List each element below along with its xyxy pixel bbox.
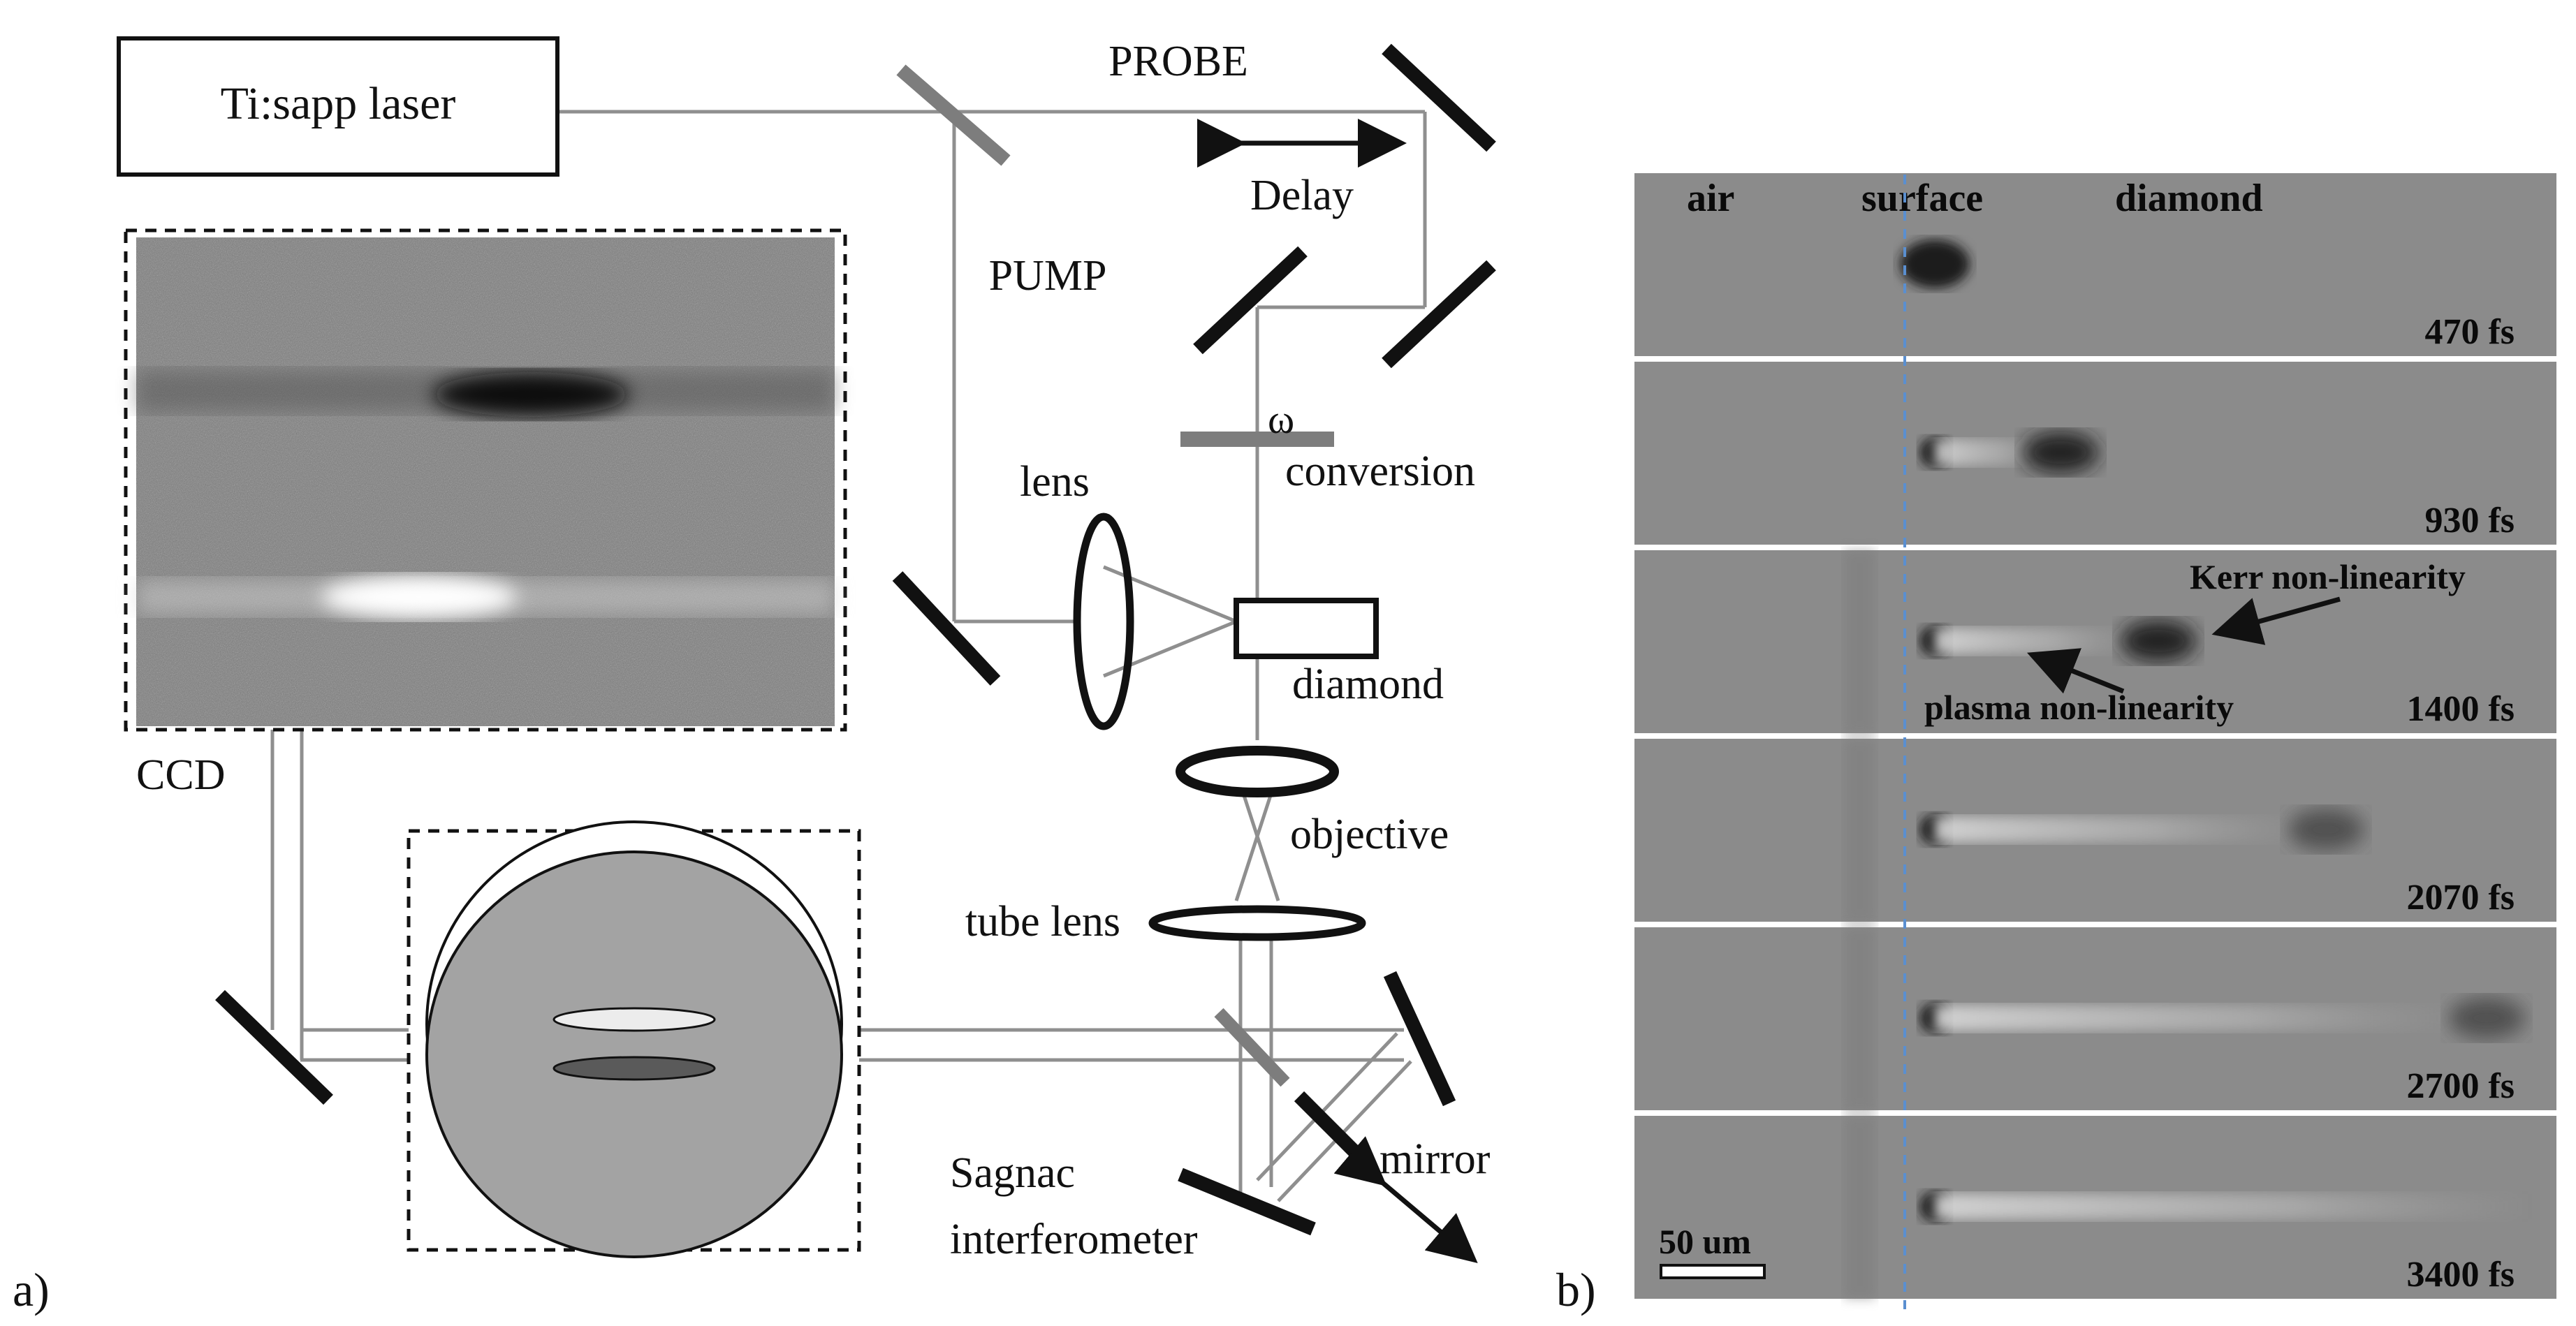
kerr-spot xyxy=(2448,997,2525,1039)
ccd-image-frame xyxy=(124,228,847,732)
panel-b: b) 470 fs 930 fs 1400 fs 2070 fs 2700 fs 3400… xyxy=(1556,173,2556,1316)
sagnac-label-line2: interferometer xyxy=(950,1216,1198,1263)
mirror-delay-right xyxy=(1382,260,1496,369)
surface-damage xyxy=(1900,240,1970,288)
panel-a: Ti:sapp laser PROBE Delay PUMP ω convers… xyxy=(13,36,1496,1316)
objective-lens xyxy=(1176,746,1339,797)
mirror-label: mirror xyxy=(1380,1135,1491,1183)
mirror-top-right xyxy=(1382,43,1496,152)
frame: 2700 fs xyxy=(1634,927,2556,1110)
plasma-streak xyxy=(1935,817,2305,842)
beam-paths xyxy=(270,110,1427,1202)
panel-b-label: b) xyxy=(1556,1263,1596,1316)
frame-time-label: 3400 fs xyxy=(2406,1255,2515,1295)
ccd-label: CCD xyxy=(136,751,225,799)
plasma-streak xyxy=(1935,628,2137,654)
panel-a-label: a) xyxy=(13,1263,50,1316)
fourier-plane-disc xyxy=(425,850,843,1258)
scale-bar xyxy=(1660,1264,1766,1279)
surface-shadow xyxy=(1844,927,1875,1110)
omega-label: ω xyxy=(1268,397,1294,442)
frame-time-label: 1400 fs xyxy=(2406,689,2515,729)
frame: 2070 fs xyxy=(1634,739,2556,922)
mirror-pump-lower xyxy=(892,571,1001,686)
focusing-lens xyxy=(1073,513,1134,730)
mirror-ccd xyxy=(215,989,333,1105)
sagnac-mirror-bottom xyxy=(1178,1167,1316,1236)
sagnac-label-line1: Sagnac xyxy=(950,1149,1075,1197)
sagnac-mirror-right xyxy=(1383,971,1456,1107)
kerr-spot xyxy=(2022,432,2099,473)
objective-label: objective xyxy=(1290,811,1449,858)
time-resolved-frames: 470 fs 930 fs 1400 fs 2070 fs 2700 fs 3400 fs xyxy=(1634,173,2556,1299)
diamond-region-label: diamond xyxy=(2115,177,2263,220)
omega-conversion-plate xyxy=(1180,432,1334,447)
kerr-arrow xyxy=(2211,596,2341,645)
frame: 1400 fs xyxy=(1634,550,2556,733)
surface-shadow xyxy=(1844,550,1875,733)
surface-shadow xyxy=(1844,1116,1875,1299)
surface-shadow xyxy=(1844,739,1875,922)
tube-lens xyxy=(1148,905,1366,941)
plasma-label: plasma non-linearity xyxy=(1924,688,2234,727)
plasma-streak xyxy=(1935,1194,2529,1219)
fourier-dark-spot xyxy=(552,1056,716,1081)
diamond-label: diamond xyxy=(1292,661,1444,708)
tube-lens-label: tube lens xyxy=(965,898,1120,945)
frame-time-label: 2700 fs xyxy=(2406,1066,2515,1106)
pump-label: PUMP xyxy=(989,252,1107,300)
air-label: air xyxy=(1687,177,1734,220)
scale-bar-label: 50 um xyxy=(1659,1222,1751,1261)
frame-time-label: 470 fs xyxy=(2424,312,2515,352)
frame-background xyxy=(1634,173,2556,356)
frame: 470 fs xyxy=(1634,173,2556,356)
frame-time-label: 2070 fs xyxy=(2406,878,2515,918)
plasma-streak xyxy=(1935,1005,2459,1031)
diamond-sample xyxy=(1234,598,1379,659)
delay-label: Delay xyxy=(1250,172,1354,219)
lens-label: lens xyxy=(1020,458,1090,506)
beam-splitter-top xyxy=(896,64,1011,166)
probe-label: PROBE xyxy=(1108,38,1248,85)
surface-label: surface xyxy=(1861,177,1983,220)
fourier-bright-spot xyxy=(552,1007,716,1032)
laser-box xyxy=(117,36,559,177)
laser-label: Ti:sapp laser xyxy=(221,78,456,129)
kerr-label: Kerr non-linearity xyxy=(2190,557,2466,596)
plasma-arrow xyxy=(2027,648,2125,694)
mirror-motion-arrow xyxy=(1333,1136,1478,1264)
frame-time-label: 930 fs xyxy=(2424,501,2515,540)
conversion-label: conversion xyxy=(1285,448,1475,495)
ccd-image xyxy=(136,237,835,726)
sagnac-beam-splitter xyxy=(1214,1008,1290,1087)
frame: 930 fs xyxy=(1634,362,2556,545)
frame: 3400 fs xyxy=(1634,1116,2556,1299)
kerr-spot xyxy=(2120,620,2197,662)
kerr-spot xyxy=(2288,809,2364,850)
mirror-delay-left xyxy=(1193,246,1308,355)
